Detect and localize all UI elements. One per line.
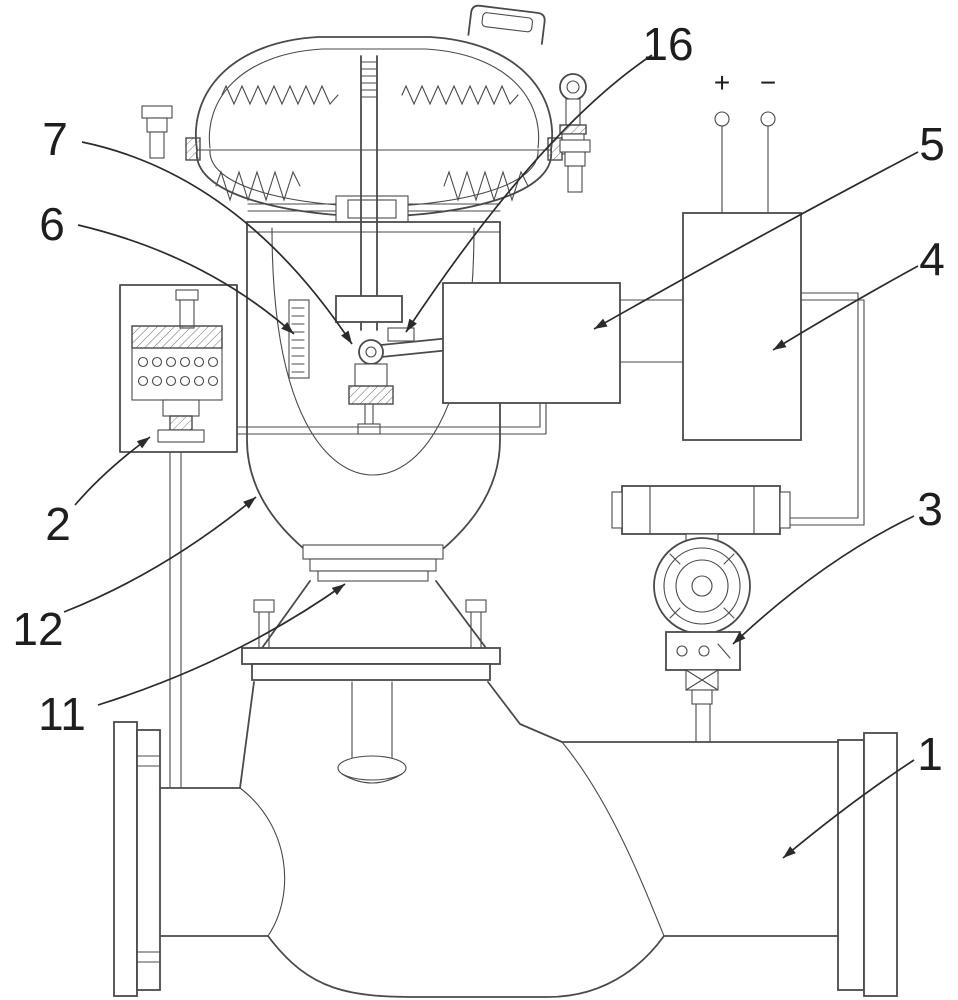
leader-5 [593, 151, 919, 330]
minus-symbol: − [760, 67, 776, 98]
label-16: 16 [642, 18, 693, 70]
label-3: 3 [917, 483, 943, 535]
diaphragm-plate [247, 195, 501, 223]
terminal-positive [714, 111, 730, 127]
stem-linkage [335, 295, 451, 435]
bonnet-flange [241, 647, 501, 665]
leader-4 [772, 265, 919, 351]
spring-washer-rows [137, 356, 219, 387]
label-11: 11 [38, 688, 86, 740]
transmitter-manifold [665, 631, 741, 671]
left-clamp-bolt [141, 105, 173, 159]
label-2: 2 [45, 498, 71, 550]
label-5: 5 [919, 118, 945, 170]
signal-tube-left [236, 402, 547, 435]
leader-6 [77, 224, 295, 335]
bonnet-stud-bolts [253, 599, 487, 649]
label-1: 1 [917, 728, 943, 780]
packing-box [302, 544, 444, 560]
yoke [241, 221, 501, 681]
pressure-transmitter [611, 485, 791, 743]
leader-2 [74, 436, 151, 506]
leader-16 [405, 54, 653, 333]
diaphragm-actuator [141, 4, 591, 331]
dome-outline [195, 36, 553, 218]
label-12: 12 [12, 603, 63, 655]
plus-symbol: + [714, 67, 730, 98]
signal-tube-right [789, 292, 865, 526]
leader-11 [97, 583, 346, 706]
label-4: 4 [919, 233, 945, 285]
stem-connector-block [335, 295, 403, 323]
leader-1 [782, 759, 915, 859]
leader-lines [63, 54, 919, 859]
left-pipe-flange [113, 721, 138, 997]
travel-scale [288, 299, 310, 379]
right-pipe-flange [837, 739, 865, 991]
leader-3 [732, 515, 915, 645]
actuator-lift-handle [467, 4, 546, 45]
label-6: 6 [39, 198, 65, 250]
actuator-springs [215, 84, 529, 202]
valve-body [113, 681, 898, 998]
leader-12 [63, 496, 257, 613]
part-number-labels: 16 7 6 2 12 11 5 4 3 1 [12, 18, 944, 780]
lever-clamp [387, 327, 415, 342]
terminal-negative [760, 111, 776, 127]
leader-7 [81, 141, 353, 345]
positioner-box [442, 282, 684, 404]
controller-box: + − [682, 67, 802, 441]
actuator-stem [360, 55, 378, 331]
label-7: 7 [42, 113, 68, 165]
right-clamp-bolt [559, 139, 591, 193]
left-instrument-unit [119, 284, 238, 789]
